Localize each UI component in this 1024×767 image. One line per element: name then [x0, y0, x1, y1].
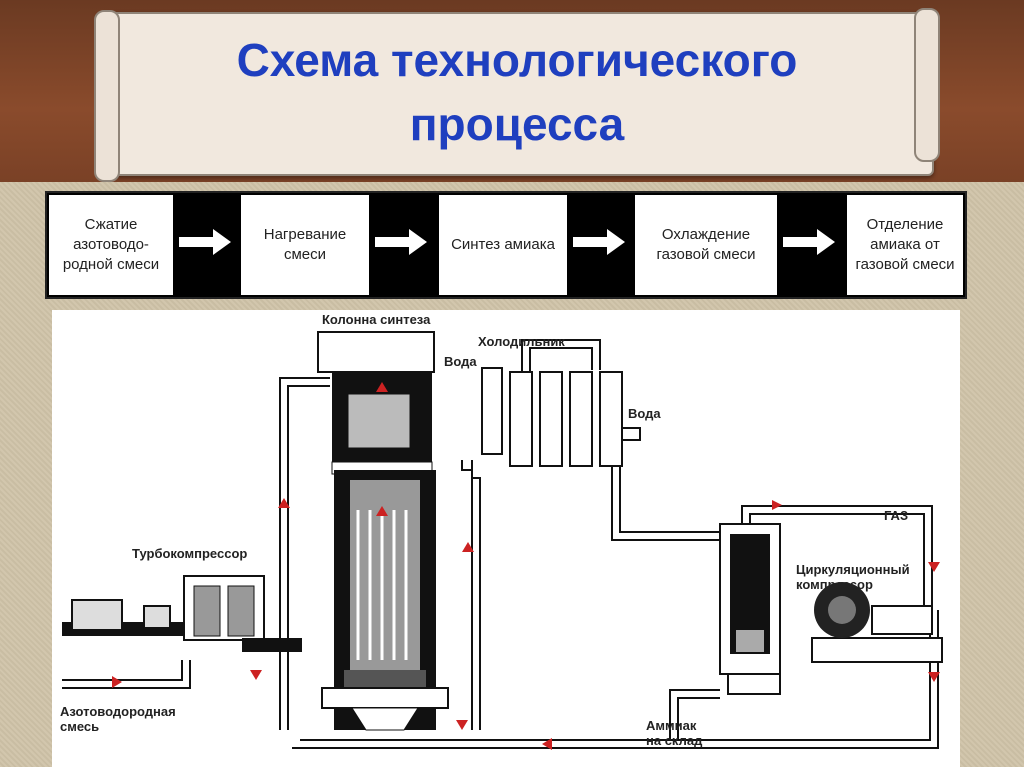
flow-step-compression: Сжатие азотоводо-родной смеси — [49, 195, 173, 295]
flow-step-cooling: Охлаждение газовой смеси — [635, 195, 777, 295]
flow-arrow-icon — [573, 229, 625, 255]
label-feed-line1: Азотоводородная — [60, 704, 176, 719]
title-scroll: Схема технологического процесса — [94, 8, 940, 182]
label-column: Колонна синтеза — [322, 312, 431, 327]
title-line-2: процесса — [409, 98, 625, 150]
scroll-curl-left — [94, 10, 120, 182]
separator — [719, 523, 781, 695]
label-ammonia-line1: Аммиак — [646, 718, 697, 733]
label-cooler: Холодильник — [478, 334, 565, 349]
label-feed-gas: Азотоводородная смесь — [60, 704, 176, 734]
label-circulation-line1: Циркуляционный — [796, 562, 910, 577]
scroll-curl-right — [914, 8, 940, 162]
label-circulation-line2: компрессор — [796, 577, 873, 592]
flow-step-separation: Отделение амиака от газовой смеси — [847, 195, 963, 295]
label-water-inlet: Вода — [444, 354, 477, 369]
equipment-drawing — [62, 331, 943, 750]
synthesis-column — [317, 331, 449, 731]
flow-step-synthesis: Синтез амиака — [439, 195, 567, 295]
flow-arrow-icon — [375, 229, 427, 255]
label-gas: ГАЗ — [884, 508, 909, 523]
turbocompressor — [62, 575, 302, 652]
label-ammonia-storage: Аммиак на склад — [646, 718, 702, 748]
flow-step-heating: Нагревание смеси — [241, 195, 369, 295]
label-turbocompressor: Турбокомпрессор — [132, 546, 248, 561]
circulation-compressor — [811, 582, 943, 663]
label-water-outlet: Вода — [628, 406, 661, 421]
process-flow: Сжатие азотоводо-родной смеси Нагревание… — [45, 191, 967, 299]
cooler — [481, 367, 641, 467]
flow-arrow-icon — [783, 229, 835, 255]
label-feed-line2: смесь — [60, 719, 100, 734]
title-line-1: Схема технологического — [236, 34, 798, 86]
flow-arrow-icon — [179, 229, 231, 255]
label-circulation-compressor: Циркуляционный компрессор — [796, 562, 910, 592]
label-ammonia-line2: на склад — [646, 733, 703, 748]
process-diagram: Колонна синтеза Вода Холодильник Вода ГА… — [52, 310, 960, 767]
page-title: Схема технологического процесса — [102, 28, 932, 156]
